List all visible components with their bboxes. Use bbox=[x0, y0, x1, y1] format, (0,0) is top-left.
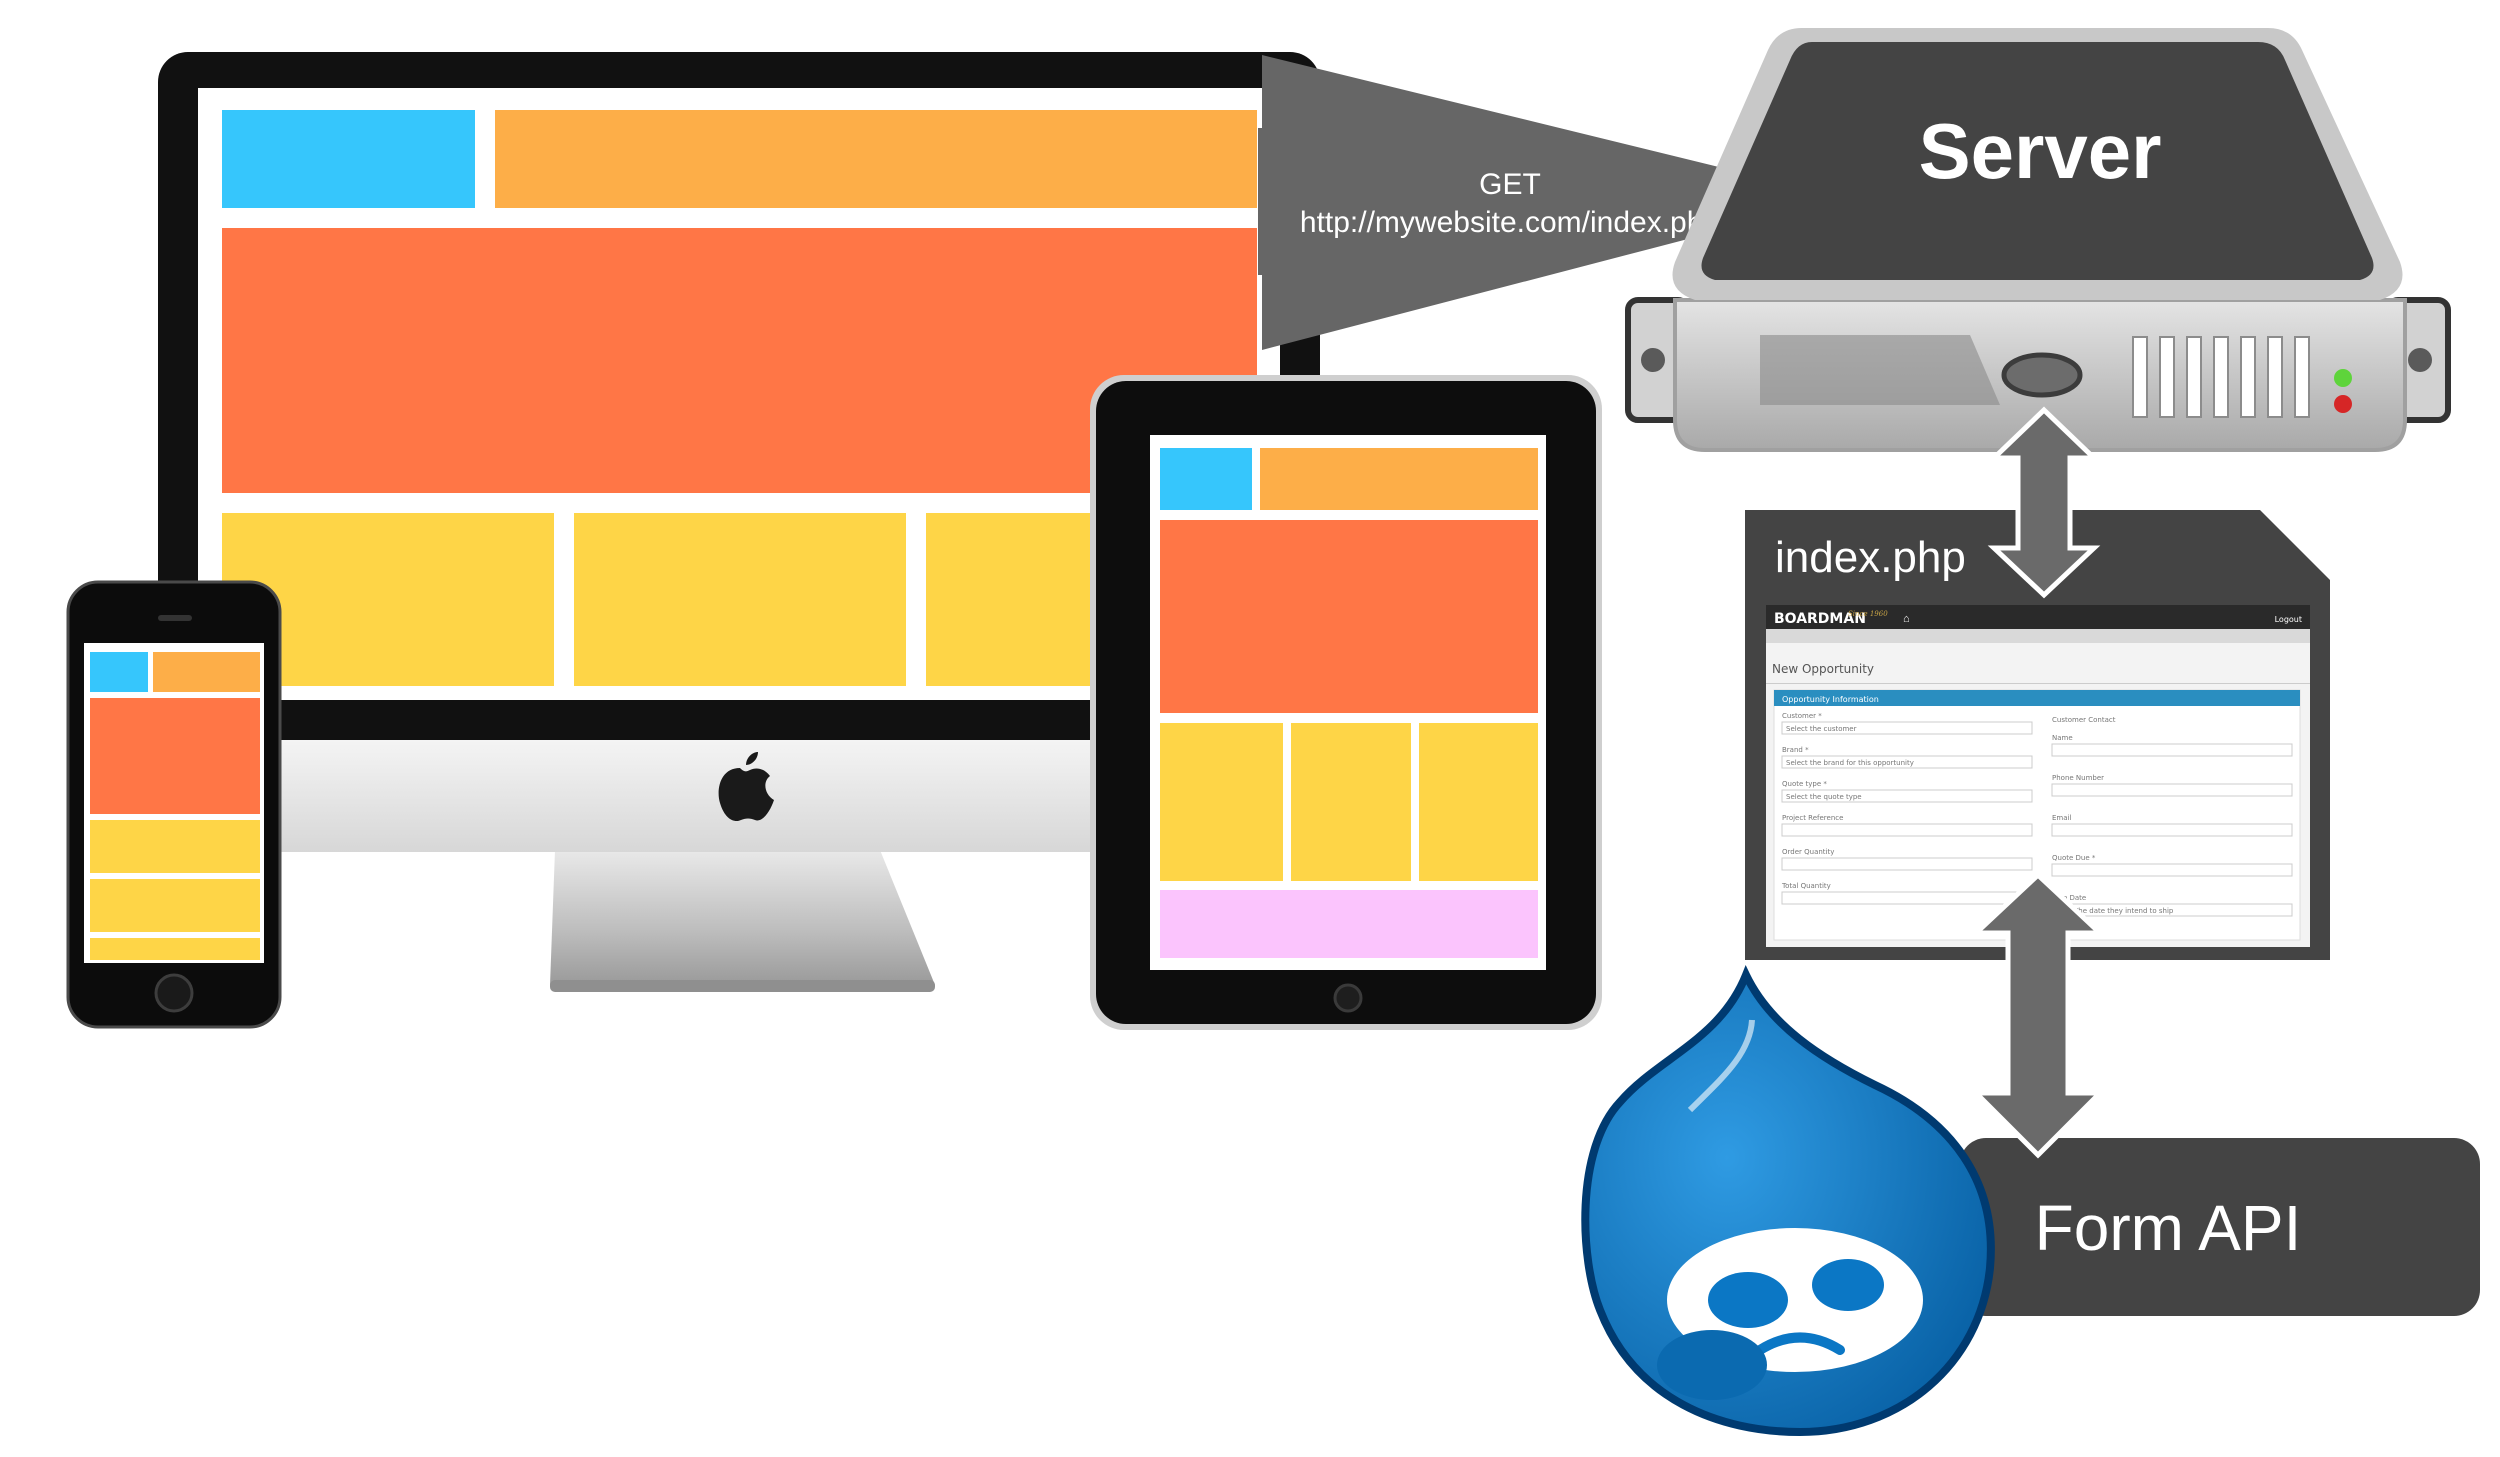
home-icon: ⌂ bbox=[1903, 613, 1910, 625]
monitor-block-col2 bbox=[574, 513, 906, 686]
phone-block-row3 bbox=[90, 938, 260, 960]
screenshot-field-placeholder: Select the brand for this opportunity bbox=[1786, 759, 1914, 767]
screenshot-logout: Logout bbox=[2275, 615, 2302, 624]
index-php-file: index.php BOARDMAN Since 1960 ⌂ Logout N… bbox=[1745, 510, 2330, 960]
monitor-block-blue bbox=[222, 110, 475, 208]
screenshot-field-input[interactable] bbox=[1781, 721, 2033, 735]
request-url: http://mywebsite.com/index.php bbox=[1300, 206, 1720, 239]
form-api-label: Form API bbox=[2035, 1192, 2302, 1264]
screenshot-brand-tag: Since 1960 bbox=[1848, 610, 1888, 618]
phone-home-button bbox=[154, 973, 194, 1013]
screenshot-field-label: Phone Number bbox=[2052, 774, 2104, 782]
tablet-block-header bbox=[1260, 448, 1538, 510]
monitor-block-main bbox=[222, 228, 1257, 493]
screenshot-field-label: Customer * bbox=[1782, 712, 1822, 720]
screenshot-field-input[interactable] bbox=[2051, 823, 2293, 837]
request-method: GET bbox=[1479, 168, 1541, 201]
screenshot-field-input[interactable] bbox=[1781, 823, 2033, 837]
screenshot-field-input[interactable] bbox=[1781, 789, 2033, 803]
screenshot-section-title: Opportunity Information bbox=[1782, 695, 1879, 704]
screenshot-field-label: Brand * bbox=[1782, 746, 1809, 754]
screenshot-right-title: Customer Contact bbox=[2052, 716, 2116, 724]
tablet-block-col1 bbox=[1160, 723, 1283, 881]
screenshot-field-input[interactable] bbox=[2051, 743, 2293, 757]
screenshot-field-input[interactable] bbox=[2051, 783, 2293, 797]
tablet-block-blue bbox=[1160, 448, 1252, 510]
screenshot-field-label: Quote Due * bbox=[2052, 854, 2096, 862]
screenshot-section-header bbox=[1774, 690, 2300, 706]
screenshot-brand: BOARDMAN bbox=[1774, 611, 1866, 627]
tablet-device bbox=[1090, 375, 1602, 1030]
screenshot-navbar bbox=[1766, 605, 2310, 629]
phone-block-row1 bbox=[90, 820, 260, 873]
tablet-home-button bbox=[1333, 983, 1363, 1013]
screenshot-field-input[interactable] bbox=[2051, 863, 2293, 877]
screenshot-field-label: Name bbox=[2052, 734, 2073, 742]
screenshot-field-label: Ship Date bbox=[2052, 894, 2086, 902]
phone-block-row2 bbox=[90, 879, 260, 932]
screenshot-field-label: Quote type * bbox=[1782, 780, 1827, 788]
form-screenshot: BOARDMAN Since 1960 ⌂ Logout New Opportu… bbox=[1766, 605, 2310, 947]
server-icon: Server bbox=[1625, 28, 2451, 452]
server-label: Server bbox=[1919, 107, 2162, 195]
get-request-arrow: GET http://mywebsite.com/index.php bbox=[1258, 55, 1845, 350]
monitor-block-header bbox=[495, 110, 1257, 208]
phone-block-main bbox=[90, 698, 260, 814]
screenshot-field-placeholder: The date they intend to ship bbox=[2073, 907, 2174, 915]
screenshot-field-input[interactable] bbox=[1781, 755, 2033, 769]
screenshot-field-label: Order Quantity bbox=[1782, 848, 1834, 856]
desktop-monitor bbox=[158, 52, 1320, 992]
screenshot-field-placeholder: Select the customer bbox=[1786, 725, 1857, 733]
screenshot-field-label: Total Quantity bbox=[1781, 882, 1831, 890]
tablet-block-footer bbox=[1160, 890, 1538, 958]
form-api-box: Form API bbox=[1960, 1138, 2480, 1316]
file-label: index.php bbox=[1775, 533, 1966, 582]
screenshot-page-title: New Opportunity bbox=[1772, 662, 1874, 676]
drupal-logo-icon bbox=[1581, 965, 1995, 1437]
screenshot-field-input[interactable] bbox=[1781, 857, 2033, 871]
tablet-block-col2 bbox=[1291, 723, 1411, 881]
tablet-block-main bbox=[1160, 520, 1538, 713]
tablet-block-col3 bbox=[1419, 723, 1538, 881]
phone-block-blue bbox=[90, 652, 148, 692]
screenshot-field-placeholder: Select the quote type bbox=[1786, 793, 1862, 801]
screenshot-field-label: Email bbox=[2052, 814, 2071, 822]
server-file-double-arrow bbox=[1987, 406, 2101, 599]
phone-device bbox=[66, 580, 282, 1029]
screenshot-field-input[interactable] bbox=[1781, 891, 2033, 905]
phone-block-header bbox=[153, 652, 260, 692]
file-api-double-arrow bbox=[1969, 871, 2107, 1159]
screenshot-field-label: Project Reference bbox=[1782, 814, 1843, 822]
apple-logo-icon bbox=[718, 752, 774, 822]
